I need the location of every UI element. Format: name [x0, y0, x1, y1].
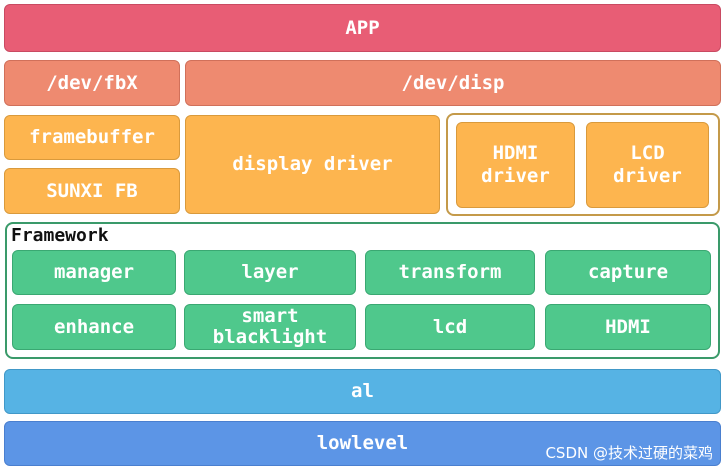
lcd-driver-block: LCD driver — [586, 122, 709, 208]
framework-module: lcd — [365, 304, 535, 350]
hdmi-driver-label: HDMI driver — [481, 142, 550, 187]
framework-module: smart blacklight — [184, 304, 356, 350]
framebuffer-label: framebuffer — [29, 126, 155, 148]
display-driver-block: display driver — [185, 115, 440, 214]
output-drivers-group — [446, 113, 720, 216]
framework-module: layer — [184, 250, 356, 295]
hdmi-driver-block: HDMI driver — [456, 122, 575, 208]
framework-module: HDMI — [545, 304, 711, 350]
framework-module-label: smart blacklight — [212, 305, 328, 348]
display-driver-label: display driver — [232, 153, 393, 175]
framework-module-label: capture — [587, 261, 669, 283]
app-label: APP — [345, 16, 380, 39]
framework-module: enhance — [12, 304, 176, 350]
dev-disp-node: /dev/disp — [185, 60, 721, 106]
dev-fbx-node: /dev/fbX — [4, 60, 180, 106]
lowlevel-layer: lowlevel — [4, 421, 721, 466]
lcd-driver-label: LCD driver — [613, 142, 682, 187]
watermark: CSDN @技术过硬的菜鸡 — [545, 444, 713, 462]
al-layer: al — [4, 369, 721, 414]
framework-module-label: manager — [53, 261, 135, 283]
framework-module-label: lcd — [432, 315, 468, 338]
framework-module-label: enhance — [53, 315, 135, 338]
lowlevel-label: lowlevel — [316, 432, 409, 454]
framework-module: capture — [545, 250, 711, 295]
framework-module: transform — [365, 250, 535, 295]
framebuffer-block: framebuffer — [4, 115, 180, 160]
app-layer: APP — [4, 4, 721, 52]
sunxi-fb-label: SUNXI FB — [46, 179, 138, 202]
framework-title: Framework — [11, 225, 109, 246]
dev-disp-label: /dev/disp — [401, 71, 505, 94]
sunxi-fb-block: SUNXI FB — [4, 168, 180, 214]
framework-module-label: layer — [241, 261, 299, 283]
framework-module-label: HDMI — [605, 315, 651, 338]
dev-fbx-label: /dev/fbX — [46, 71, 138, 94]
framework-module: manager — [12, 250, 176, 295]
framework-module-label: transform — [398, 261, 502, 283]
al-label: al — [351, 380, 374, 402]
framework-group — [5, 222, 720, 359]
